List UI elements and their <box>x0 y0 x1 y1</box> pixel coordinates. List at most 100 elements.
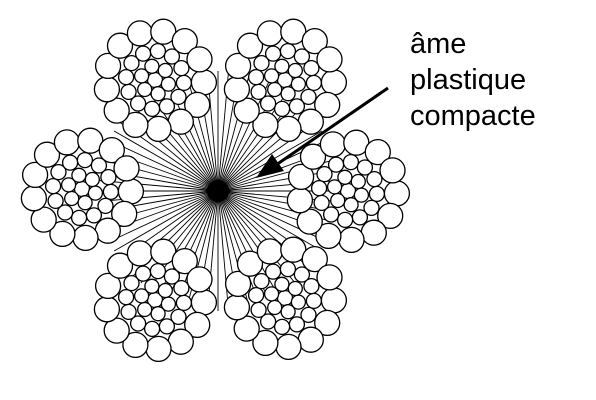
wire <box>338 226 365 254</box>
core-wire <box>113 190 219 252</box>
wire <box>273 318 291 336</box>
wire <box>264 263 282 280</box>
wire <box>300 88 317 106</box>
wire <box>60 177 77 193</box>
wire <box>224 270 252 298</box>
core-wire <box>98 180 219 192</box>
wire <box>275 333 302 361</box>
wire <box>117 288 135 306</box>
wire <box>223 76 251 103</box>
wire <box>120 303 137 321</box>
wire <box>224 52 252 80</box>
wire <box>85 207 103 224</box>
wire <box>250 301 267 319</box>
wire <box>33 141 61 168</box>
wire <box>314 309 341 337</box>
wire <box>274 276 290 292</box>
core-wire <box>217 190 229 311</box>
wire <box>287 62 303 79</box>
wire <box>275 115 302 143</box>
wire <box>133 68 150 84</box>
wire <box>134 265 152 282</box>
wire <box>299 143 327 170</box>
wire <box>377 202 404 230</box>
wire <box>61 154 79 171</box>
wire <box>137 301 153 318</box>
wire <box>264 45 282 62</box>
wire <box>300 306 317 324</box>
wire <box>280 304 296 320</box>
wire <box>184 311 211 339</box>
wire <box>351 209 369 226</box>
wire <box>343 197 359 213</box>
wire <box>253 54 270 72</box>
wire <box>106 32 134 59</box>
wire <box>356 159 374 176</box>
wire <box>98 136 125 164</box>
wire <box>149 42 167 60</box>
wire <box>336 211 354 229</box>
wire <box>129 315 147 332</box>
wire <box>133 288 150 304</box>
wire <box>167 108 194 135</box>
wire <box>150 86 166 102</box>
wire <box>70 209 88 227</box>
wire <box>247 286 265 304</box>
wire <box>126 20 154 47</box>
wire <box>170 88 187 106</box>
core-wire <box>109 139 219 192</box>
core-wire <box>217 190 323 252</box>
wire <box>286 187 314 214</box>
wire <box>301 245 328 273</box>
wire <box>259 95 277 112</box>
wire <box>186 46 213 73</box>
wire <box>247 68 265 86</box>
wire <box>171 247 198 275</box>
wire <box>305 292 323 310</box>
wire <box>273 100 291 118</box>
wire <box>301 27 328 55</box>
wire <box>143 320 161 338</box>
wire <box>263 68 280 84</box>
wire <box>297 108 324 135</box>
wire <box>313 194 330 212</box>
wire <box>71 167 87 183</box>
wire <box>49 220 76 248</box>
wire <box>149 262 167 280</box>
wire <box>287 163 315 191</box>
wire <box>90 157 108 174</box>
wire <box>103 97 130 124</box>
wire <box>184 91 211 119</box>
wire <box>157 282 173 299</box>
wire <box>144 58 160 74</box>
wire <box>158 318 176 335</box>
strand <box>223 236 348 361</box>
wire <box>287 280 303 297</box>
wire <box>76 151 94 169</box>
wire <box>236 250 264 277</box>
wire <box>223 294 251 321</box>
wire <box>171 27 198 55</box>
wire <box>337 169 353 185</box>
wire <box>363 199 380 217</box>
core-wire <box>217 190 260 304</box>
wire <box>293 48 311 65</box>
strand <box>286 129 411 254</box>
wire <box>175 74 193 92</box>
wire <box>145 335 172 363</box>
wire <box>150 306 166 322</box>
wire <box>303 59 320 77</box>
core-wire <box>98 190 219 202</box>
wire <box>122 111 149 139</box>
wire <box>259 313 277 330</box>
wire <box>30 206 57 233</box>
wire <box>279 260 297 278</box>
wire <box>190 289 218 316</box>
wire <box>327 156 345 173</box>
wire <box>44 177 62 195</box>
wire <box>64 190 80 207</box>
wire <box>93 296 121 323</box>
wire <box>157 62 173 79</box>
strand <box>20 127 145 252</box>
wire <box>190 69 218 96</box>
